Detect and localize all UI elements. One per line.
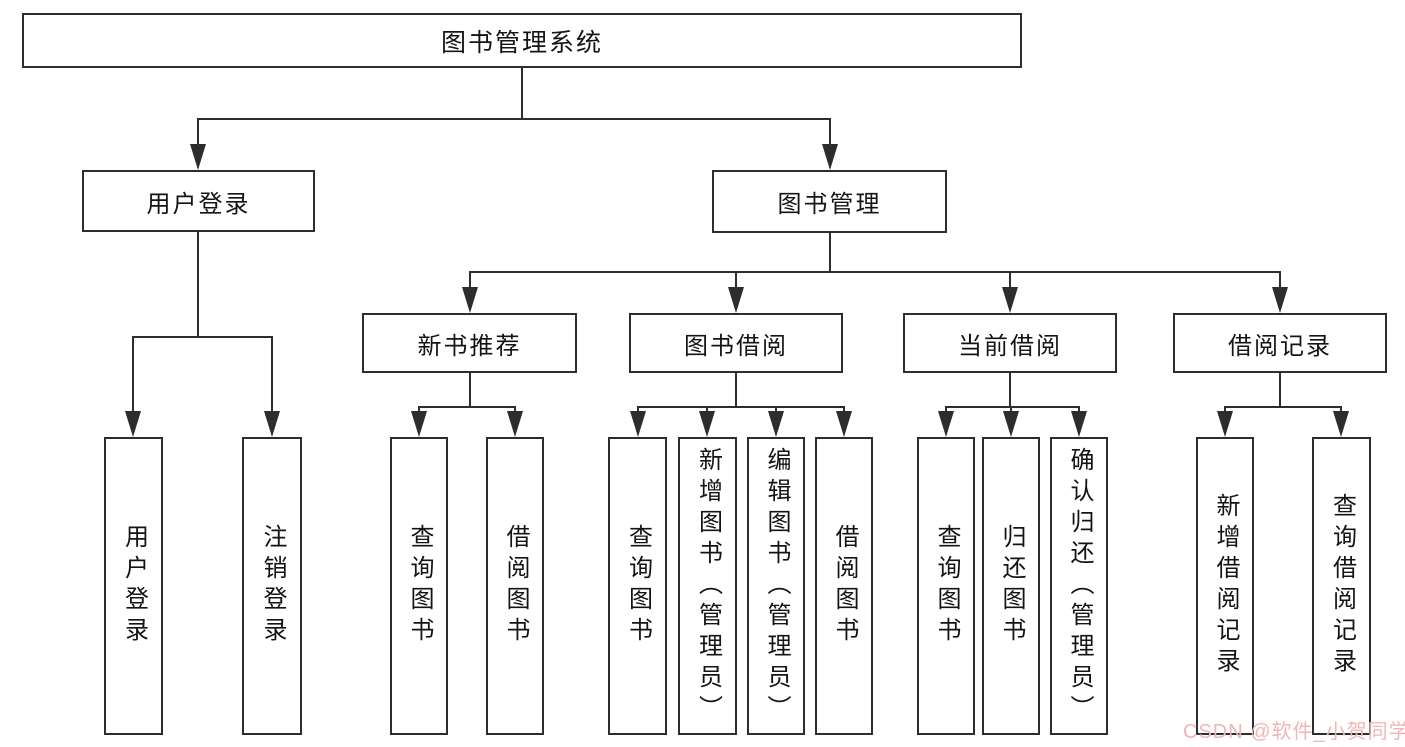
- node-leaf-query-book-1: 查询图书: [390, 437, 448, 735]
- node-user-login: 用户登录: [82, 170, 315, 232]
- arrow-icon: [938, 411, 954, 437]
- arrow-icon: [728, 287, 744, 313]
- node-book-management: 图书管理: [712, 170, 947, 233]
- arrow-icon: [411, 411, 427, 437]
- node-leaf-borrow-book-1: 借阅图书: [486, 437, 544, 735]
- arrow-icon: [836, 411, 852, 437]
- arrow-icon: [462, 287, 478, 313]
- node-leaf-add-book-admin: 新增图书（管理员）: [678, 437, 737, 735]
- connector-user-login: [132, 232, 273, 413]
- arrowheads: [125, 144, 1349, 437]
- arrow-icon: [1272, 287, 1288, 313]
- node-book-borrowing: 图书借阅: [629, 313, 843, 373]
- node-leaf-edit-book-admin: 编辑图书（管理员）: [747, 437, 805, 735]
- node-leaf-user-login: 用户登录: [104, 437, 163, 735]
- arrow-icon: [630, 411, 646, 437]
- arrow-icon: [507, 411, 523, 437]
- arrow-icon: [190, 144, 206, 170]
- arrow-icon: [264, 411, 280, 437]
- connector-borrow-records: [1224, 373, 1342, 412]
- connector-book-mgmt: [469, 233, 1281, 289]
- connector-new-book-rec: [418, 373, 516, 412]
- node-new-book-recommend: 新书推荐: [362, 313, 577, 373]
- node-leaf-add-borrow-record: 新增借阅记录: [1196, 437, 1254, 735]
- arrow-icon: [125, 411, 141, 437]
- connector-current-borrow: [945, 373, 1080, 412]
- arrow-icon: [1071, 411, 1087, 437]
- arrow-icon: [699, 411, 715, 437]
- arrow-icon: [768, 411, 784, 437]
- node-borrow-records: 借阅记录: [1173, 313, 1387, 373]
- connector-book-borrow: [637, 373, 845, 412]
- node-library-management-system: 图书管理系统: [22, 13, 1022, 68]
- arrow-icon: [1003, 411, 1019, 437]
- node-leaf-query-book-2: 查询图书: [608, 437, 667, 735]
- node-current-borrowing: 当前借阅: [903, 313, 1117, 373]
- csdn-watermark: CSDN @软件_小贺同学: [1183, 721, 1405, 743]
- node-leaf-borrow-book-2: 借阅图书: [815, 437, 873, 735]
- arrow-icon: [822, 144, 838, 170]
- connector-root: [197, 68, 831, 146]
- arrow-icon: [1002, 287, 1018, 313]
- node-leaf-query-book-3: 查询图书: [917, 437, 975, 735]
- node-leaf-confirm-return-admin: 确认归还（管理员）: [1050, 437, 1108, 735]
- node-leaf-return-book: 归还图书: [982, 437, 1040, 735]
- node-leaf-logout: 注销登录: [242, 437, 302, 735]
- arrow-icon: [1333, 411, 1349, 437]
- node-leaf-query-borrow-record: 查询借阅记录: [1312, 437, 1371, 735]
- arrow-icon: [1217, 411, 1233, 437]
